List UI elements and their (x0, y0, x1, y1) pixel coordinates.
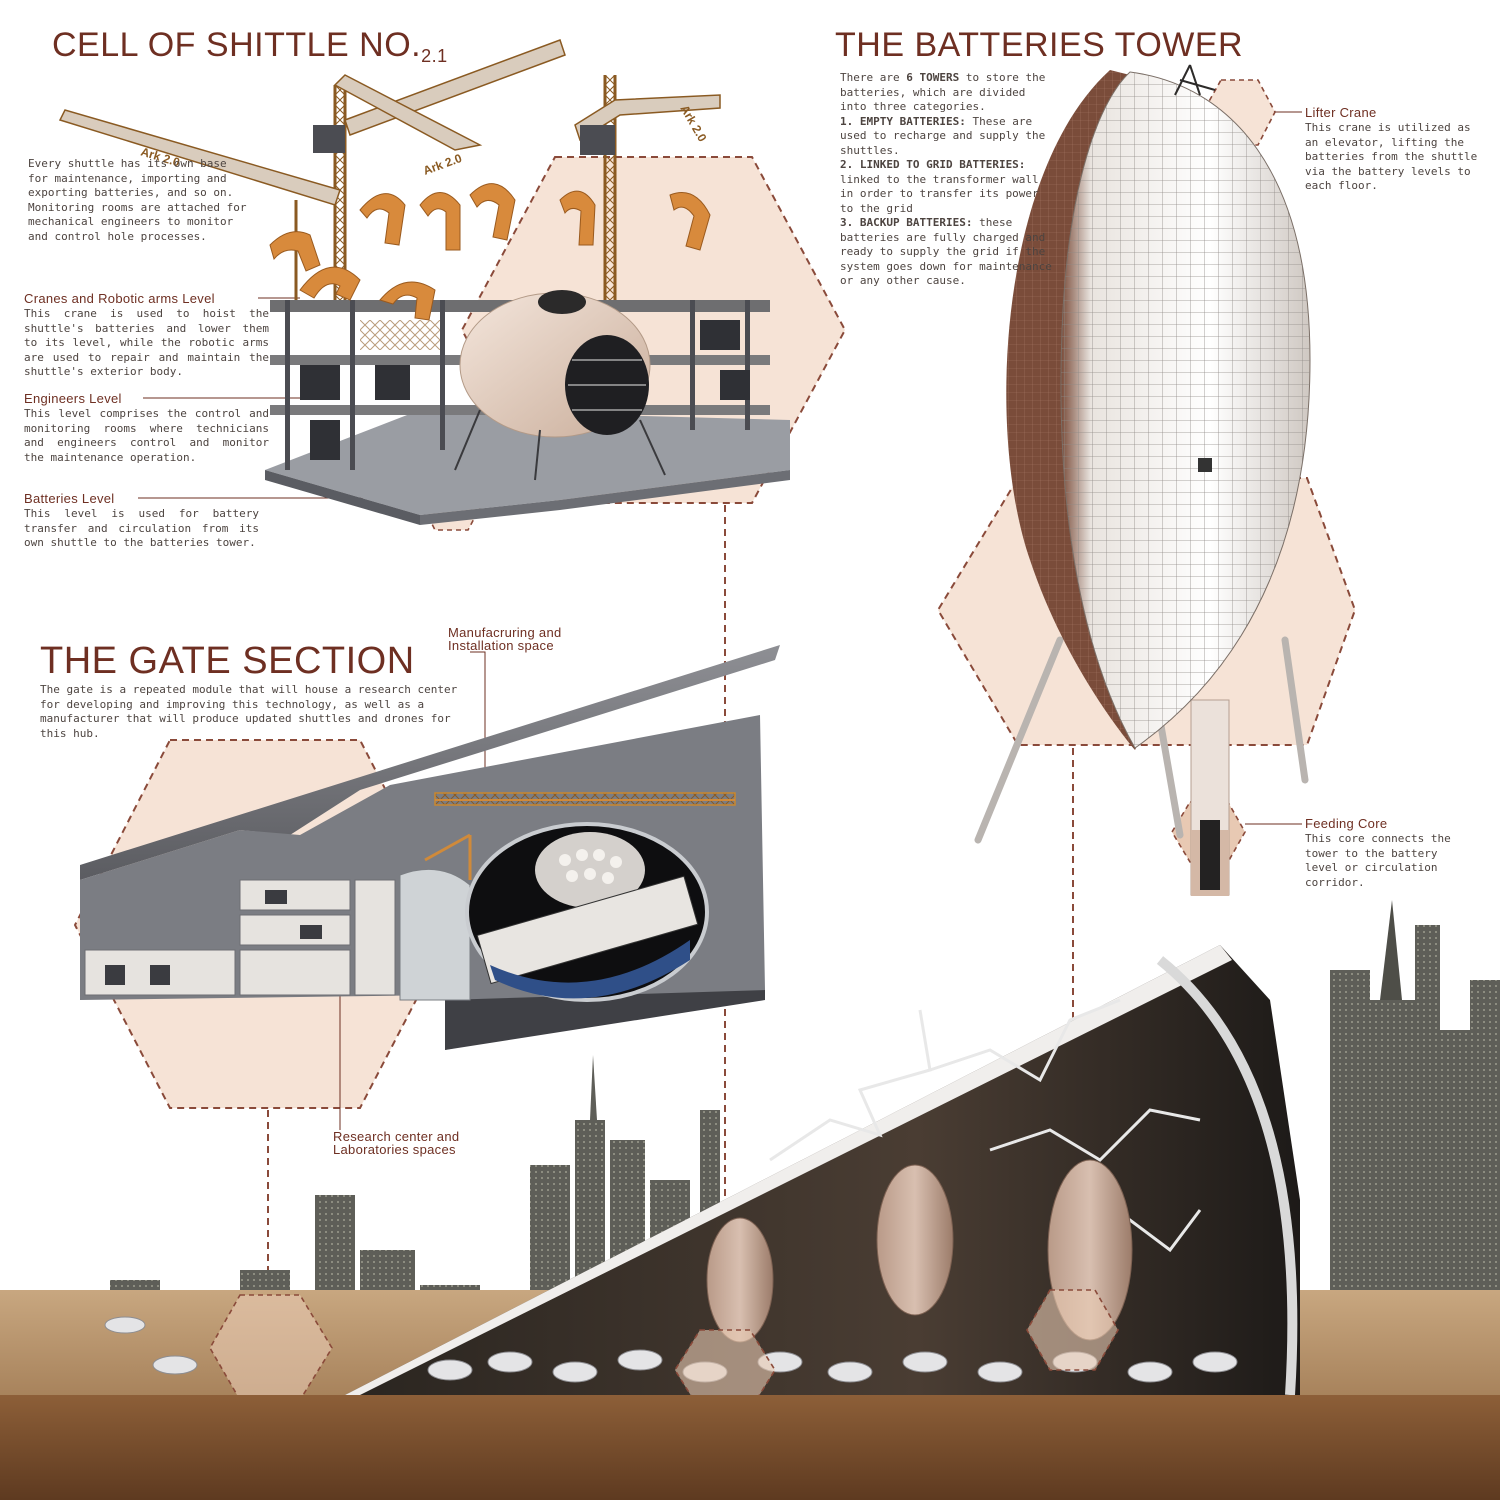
shuttle-cell-title-number: 2.1 (421, 46, 448, 66)
shuttle-cell-intro: Every shuttle has its own base for maint… (28, 157, 247, 243)
lifter-crane-block: Lifter Crane This crane is utilized as a… (1305, 105, 1490, 194)
batteries-tower-illustration (974, 64, 1311, 896)
category-empty-name: 1. EMPTY BATTERIES: (840, 114, 966, 128)
research-center-label: Research center and Laboratories spaces (333, 1129, 460, 1157)
lifter-crane-label: Lifter Crane (1305, 105, 1377, 120)
category-grid-name: 2. LINKED TO GRID BATTERIES: (840, 158, 1026, 171)
batteries-level-block: Batteries Level This level is used for b… (24, 491, 259, 551)
batteries-tower-title: THE BATTERIES TOWER (835, 26, 1244, 64)
towers-count: 6 TOWERS (906, 71, 960, 84)
shuttle-cell-illustration: Ark 2.0 Ark 2.0 Ark 2.0 (58, 39, 790, 525)
cranes-level-text: This crane is used to hoist the shuttle'… (24, 307, 269, 378)
engineers-level-block: Engineers Level This level comprises the… (24, 391, 269, 465)
engineers-level-text: This level comprises the control and mon… (24, 407, 269, 464)
feeding-core-text: This core connects the tower to the batt… (1305, 832, 1451, 889)
feeding-core-label: Feeding Core (1305, 816, 1388, 831)
engineers-level-label: Engineers Level (24, 391, 122, 406)
manufacturing-space-label: Manufacruring and Installation space (448, 625, 562, 653)
batteries-level-text: This level is used for battery transfer … (24, 507, 259, 549)
shuttle-cell-title: CELL OF SHITTLE NO.2.1 (52, 26, 448, 66)
cranes-level-label: Cranes and Robotic arms Level (24, 291, 215, 306)
gate-section-title: THE GATE SECTION (40, 640, 415, 682)
category-backup-name: 3. BACKUP BATTERIES: (840, 216, 973, 229)
gate-section-intro: The gate is a repeated module that will … (40, 683, 458, 740)
feeding-core-block: Feeding Core This core connects the towe… (1305, 816, 1465, 890)
batteries-tower-intro: There are 6 TOWERS to store the batterie… (840, 71, 1052, 287)
cranes-level-block: Cranes and Robotic arms Level This crane… (24, 291, 269, 380)
landscape-section (0, 900, 1500, 1500)
batteries-level-label: Batteries Level (24, 491, 115, 506)
gate-section-illustration (80, 645, 780, 1050)
crane-sign: Ark 2.0 (421, 151, 464, 178)
lifter-crane-text: This crane is utilized as an elevator, l… (1305, 121, 1478, 192)
